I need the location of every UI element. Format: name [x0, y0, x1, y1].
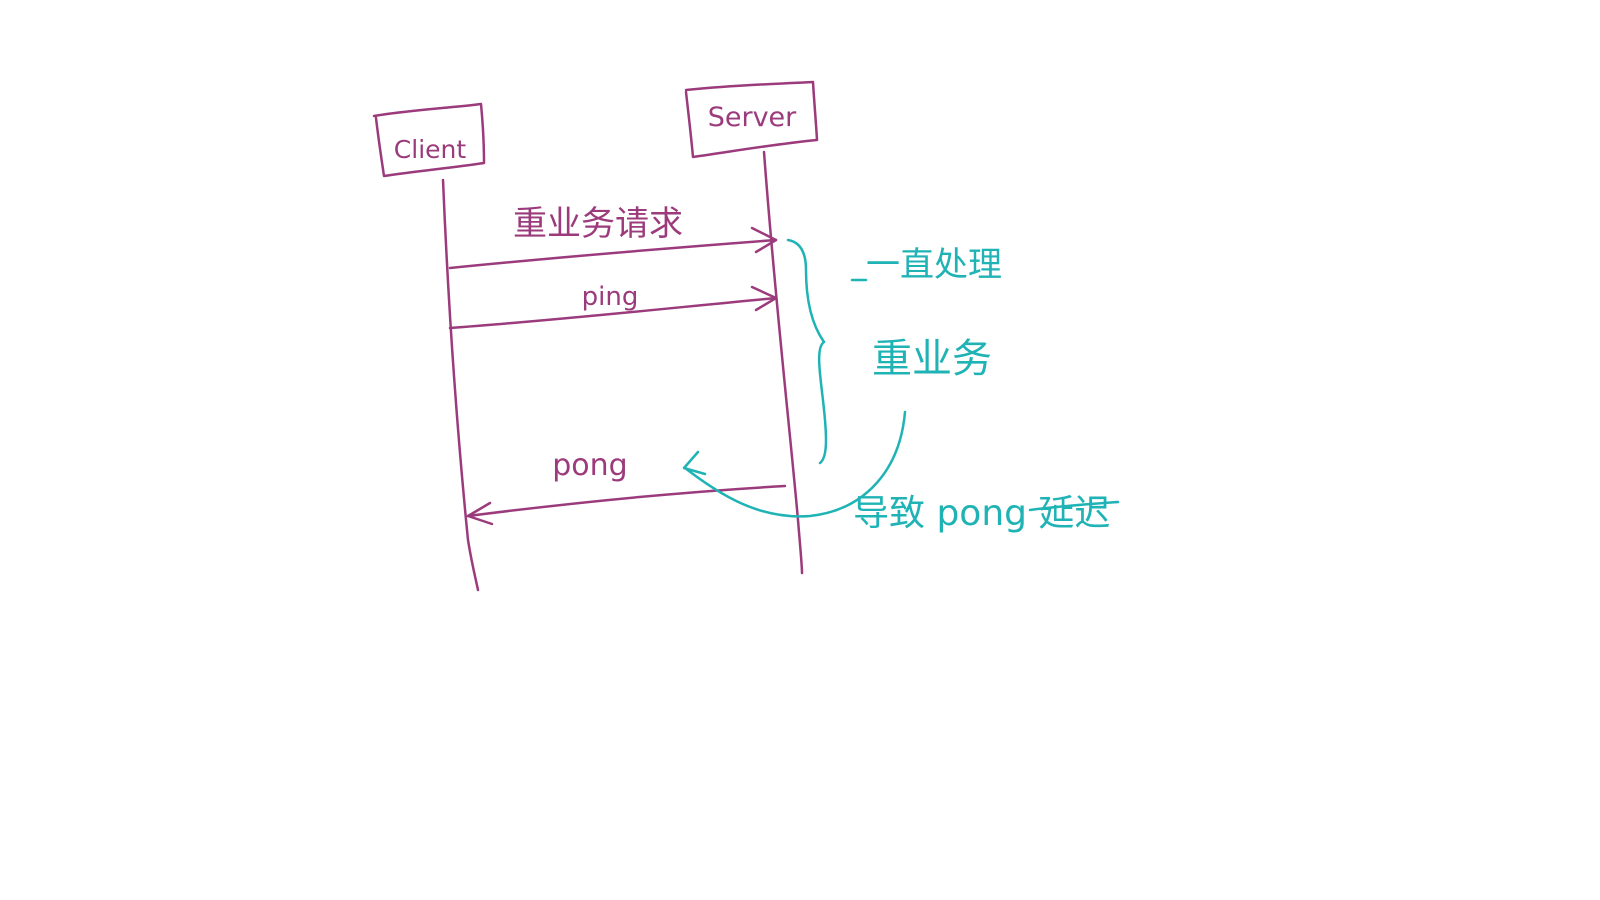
delay-pointer [682, 410, 1120, 518]
message-business-request: 重业务请求 [448, 204, 778, 270]
client-lifeline [441, 178, 480, 592]
business-request-label: 重业务请求 [513, 204, 683, 244]
message-ping: ping [448, 282, 778, 330]
client-label: Client [394, 135, 467, 164]
brace-note-line1: 一直处理 [866, 245, 1002, 285]
pong-label: pong [552, 448, 627, 483]
participant-client: Client [372, 102, 486, 178]
pong-arrowhead [466, 501, 494, 526]
ping-arrowhead [750, 285, 778, 312]
processing-brace [786, 238, 828, 465]
ping-arrow [448, 296, 778, 330]
pong-arrow [466, 484, 787, 518]
server-lifeline [762, 150, 804, 575]
client-box [372, 102, 486, 178]
business-request-arrow [448, 238, 778, 270]
server-label: Server [708, 102, 797, 133]
business-request-arrowhead [750, 226, 778, 254]
ping-label: ping [582, 282, 639, 312]
message-pong: pong [466, 448, 787, 526]
delay-underline [1028, 500, 1120, 512]
brace-annotation: 一直处理 重业务 [850, 245, 1002, 382]
delay-note: 导致 pong 延迟 [853, 493, 1110, 534]
delay-pointer-curve [683, 410, 907, 518]
brace-note-line2: 重业务 [872, 336, 992, 382]
delay-pointer-arrowhead [682, 450, 707, 476]
server-box [684, 80, 819, 159]
participant-server: Server [684, 80, 819, 159]
